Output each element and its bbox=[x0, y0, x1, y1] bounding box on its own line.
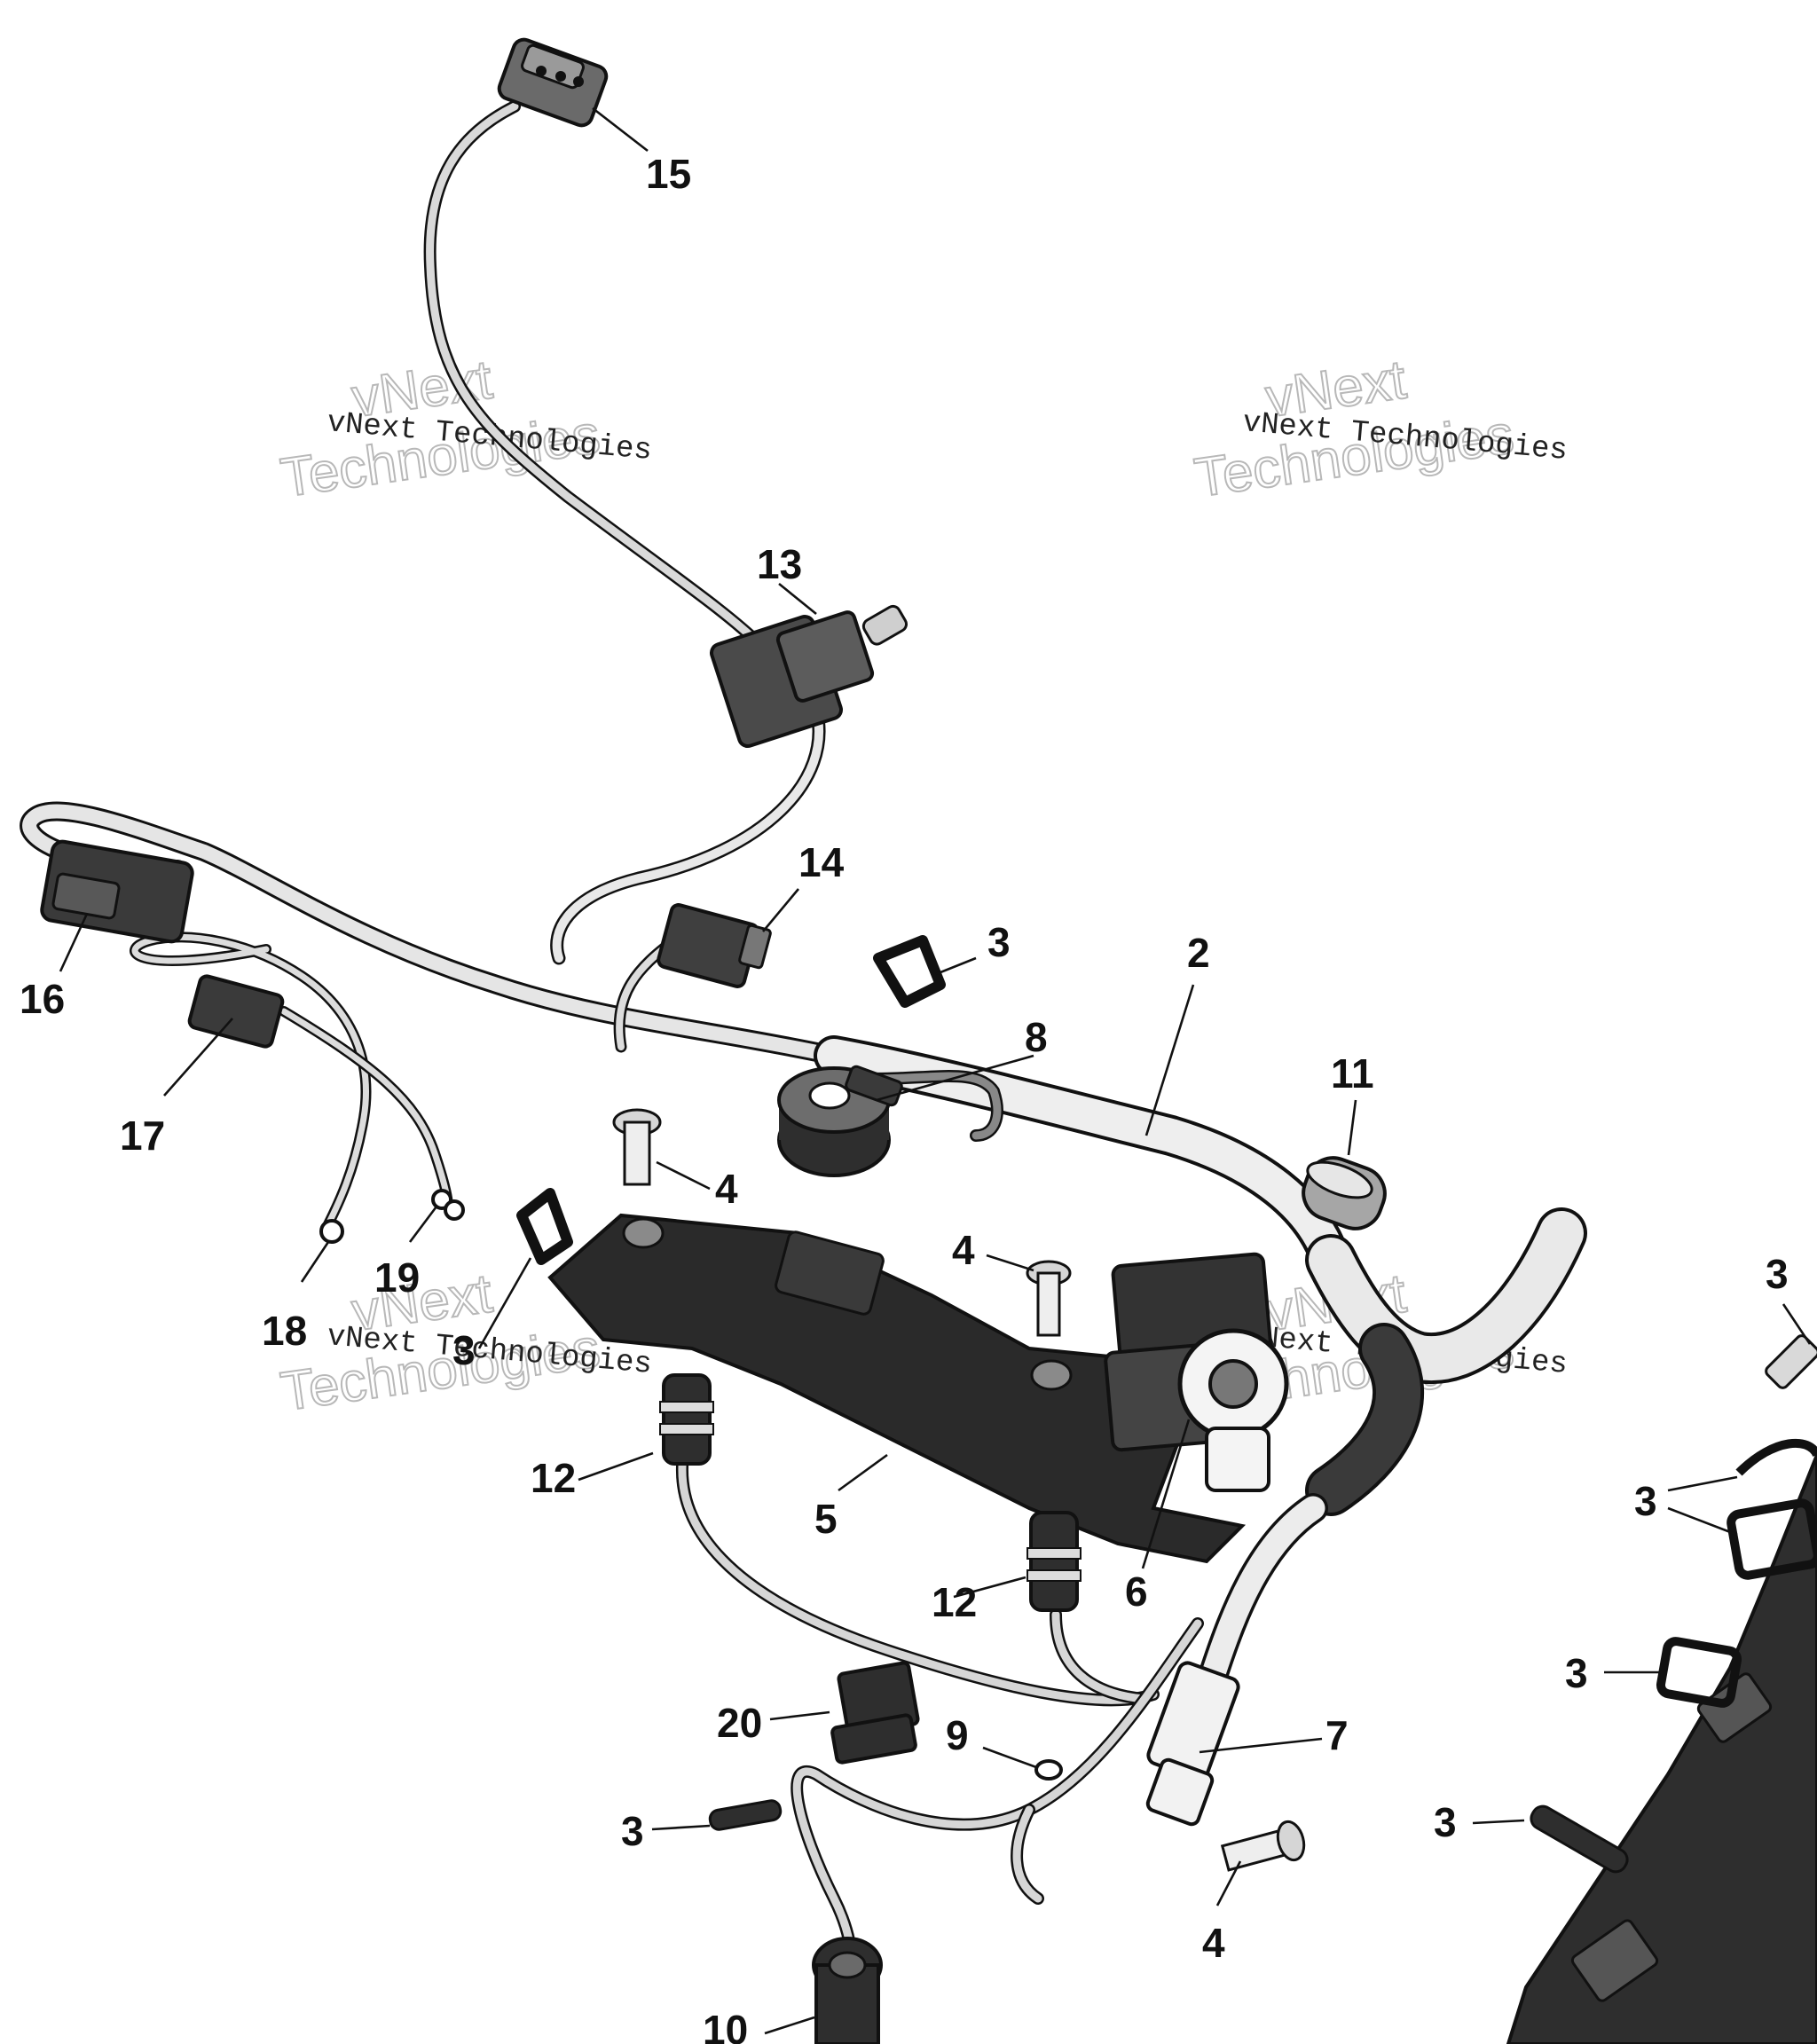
part-4-bolt-b bbox=[1026, 1260, 1072, 1337]
part-intake-frame-right bbox=[1506, 1454, 1817, 2044]
part-5-bracket bbox=[547, 1213, 1247, 1564]
part-3-clip-c bbox=[1765, 1334, 1817, 1389]
callout-3-f: 3 bbox=[621, 1808, 644, 1854]
part-3-clip-b bbox=[516, 1188, 573, 1265]
part-17-connector bbox=[187, 974, 285, 1049]
part-9-ring-terminal bbox=[1034, 1759, 1063, 1781]
callout-3-e: 3 bbox=[1565, 1650, 1588, 1696]
callout-16: 16 bbox=[20, 976, 65, 1022]
callout-3-d: 3 bbox=[1634, 1478, 1657, 1524]
callout-7: 7 bbox=[1325, 1712, 1349, 1758]
part-3-clip-a bbox=[873, 935, 946, 1008]
callout-3-a: 3 bbox=[987, 919, 1011, 965]
callout-20: 20 bbox=[717, 1700, 762, 1746]
part-20-clip bbox=[830, 1661, 920, 1765]
part-16-connector bbox=[40, 839, 194, 944]
part-11-clamp bbox=[1302, 1156, 1387, 1230]
callout-11: 11 bbox=[1331, 1050, 1374, 1097]
part-15-connector bbox=[497, 37, 609, 128]
callout-17: 17 bbox=[120, 1112, 165, 1159]
callout-9: 9 bbox=[946, 1712, 969, 1758]
part-10-connector bbox=[812, 1937, 883, 2044]
part-4-bolt-a bbox=[612, 1108, 662, 1186]
callout-5: 5 bbox=[814, 1496, 838, 1542]
callout-18: 18 bbox=[262, 1308, 307, 1354]
part-18-ring-terminal bbox=[319, 1219, 344, 1244]
callout-3-b: 3 bbox=[452, 1327, 476, 1373]
callout-12-a: 12 bbox=[531, 1455, 576, 1501]
part-3-tie-f bbox=[708, 1799, 783, 1831]
callout-4-a: 4 bbox=[715, 1166, 738, 1212]
callout-6: 6 bbox=[1125, 1568, 1148, 1615]
part-12-sensor-b bbox=[1026, 1511, 1082, 1612]
callout-19: 19 bbox=[374, 1254, 420, 1301]
part-3-tie-g bbox=[1530, 1804, 1629, 1874]
callout-4-c: 4 bbox=[1202, 1920, 1225, 1966]
callout-3-c: 3 bbox=[1766, 1251, 1789, 1297]
callout-labels: 15 13 14 16 17 18 19 3 2 8 11 4 3 4 12 5… bbox=[20, 151, 1789, 2044]
part-14-connector bbox=[657, 903, 772, 988]
callout-12-b: 12 bbox=[932, 1579, 977, 1625]
callout-8: 8 bbox=[1025, 1014, 1048, 1060]
part-4-bolt-c bbox=[1220, 1820, 1306, 1872]
watermark-2: vNext Technologies vNext Technologies bbox=[1190, 348, 1569, 509]
part-19-ring-terminal bbox=[431, 1189, 465, 1221]
callout-4-b: 4 bbox=[952, 1227, 975, 1273]
part-13-connector bbox=[709, 604, 908, 749]
watermark-1: vNext Technologies vNext Technologies bbox=[276, 348, 653, 509]
wire-harness bbox=[20, 100, 1587, 2011]
callout-13: 13 bbox=[757, 541, 802, 587]
part-3-clip-d bbox=[1727, 1439, 1817, 1580]
part-12-sensor-a bbox=[659, 1373, 714, 1466]
part-3-clip-e bbox=[1656, 1637, 1742, 1708]
callout-14: 14 bbox=[798, 839, 845, 885]
callout-10: 10 bbox=[703, 2007, 748, 2044]
part-6-sensor bbox=[1177, 1328, 1289, 1492]
part-8-knock-sensor bbox=[777, 1065, 903, 1177]
callout-3-g: 3 bbox=[1434, 1799, 1457, 1845]
callout-2: 2 bbox=[1187, 930, 1210, 976]
callout-leaders bbox=[59, 106, 1812, 2035]
callout-15: 15 bbox=[646, 151, 691, 197]
